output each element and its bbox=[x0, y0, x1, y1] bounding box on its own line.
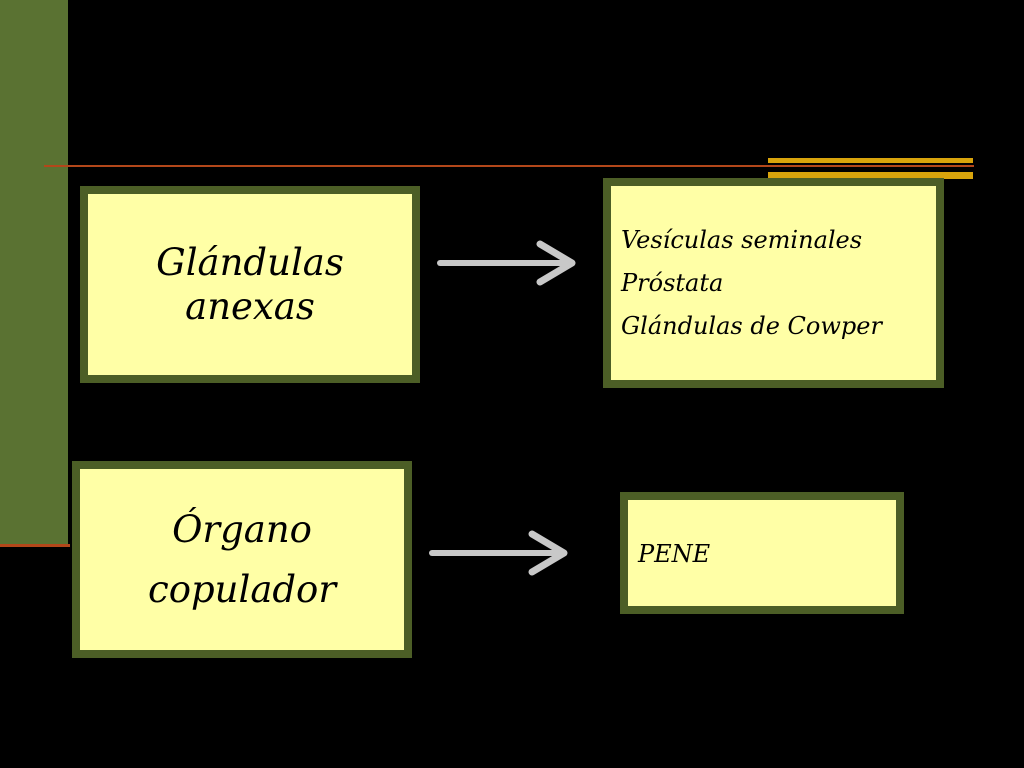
glandulas-list-box: Vesículas seminales Próstata Glándulas d… bbox=[603, 178, 944, 388]
accent-stripe-bottom bbox=[768, 172, 973, 179]
organo-copulador-line-2: copulador bbox=[147, 567, 337, 611]
glandulas-anexas-box: Glándulas anexas bbox=[80, 186, 420, 383]
glandulas-anexas-line-2: anexas bbox=[185, 284, 315, 328]
arrow-right-icon bbox=[437, 240, 576, 286]
list-item-prostata: Próstata bbox=[621, 268, 724, 297]
list-item-vesiculas: Vesículas seminales bbox=[621, 225, 863, 254]
glandulas-anexas-line-1: Glándulas bbox=[156, 240, 344, 284]
organo-copulador-box: Órgano copulador bbox=[72, 461, 412, 658]
title-rule bbox=[44, 165, 974, 167]
arrow-right-icon bbox=[429, 530, 568, 576]
list-item-cowper: Glándulas de Cowper bbox=[621, 311, 882, 340]
accent-stripe-top bbox=[768, 158, 973, 163]
organo-copulador-line-1: Órgano bbox=[172, 507, 312, 551]
pene-box: PENE bbox=[620, 492, 904, 614]
list-item-pene: PENE bbox=[638, 540, 711, 568]
sidebar-rule bbox=[0, 544, 70, 547]
left-sidebar-decoration bbox=[0, 0, 68, 546]
